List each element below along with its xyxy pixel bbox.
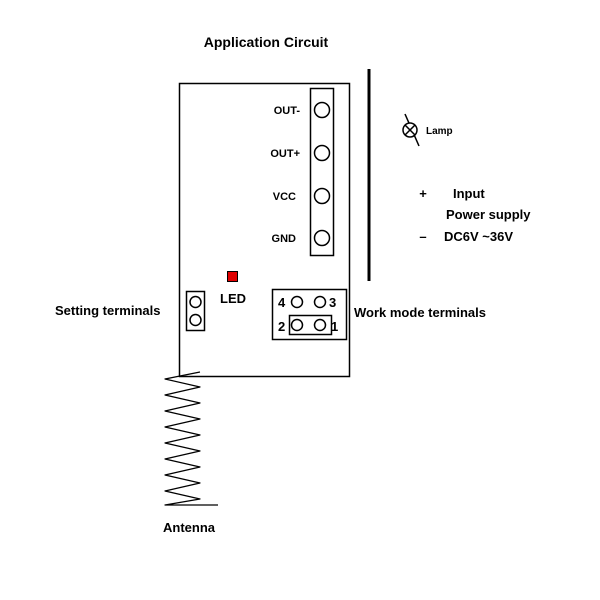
- lamp-label: Lamp: [426, 126, 453, 137]
- setting-terminals: Setting terminals: [55, 290, 206, 332]
- out-plus-label: OUT+: [270, 148, 300, 160]
- pin-3-label: 3: [329, 295, 336, 310]
- lamp-icon: [402, 122, 418, 138]
- minus-sign: –: [419, 229, 426, 244]
- pin-2-label: 2: [278, 319, 285, 334]
- led-label: LED: [220, 291, 246, 306]
- led: LED: [220, 271, 246, 306]
- vcc-label: VCC: [273, 191, 296, 203]
- setting-pin-top: [189, 295, 202, 309]
- work-mode-terminals-label: Work mode terminals: [354, 305, 486, 320]
- antenna-coil: [164, 371, 218, 506]
- gnd-label: GND: [272, 233, 297, 245]
- input-label: Input: [453, 186, 485, 201]
- antenna-label: Antenna: [163, 520, 216, 535]
- power-input: + – Input Power supply DC6V ~36V: [419, 186, 531, 244]
- output-terminal-strip: [309, 87, 335, 257]
- plus-sign: +: [419, 186, 427, 201]
- work-mode-pin-2: [290, 318, 304, 332]
- work-mode-block: [271, 288, 348, 341]
- antenna: Antenna: [163, 371, 218, 535]
- setting-terminal-block: [185, 290, 206, 332]
- vcc-terminal: [313, 187, 331, 205]
- out-plus-terminal: [313, 144, 331, 162]
- power-supply-label: Power supply: [446, 207, 531, 222]
- led-indicator: [227, 271, 238, 282]
- work-mode-pin-1: [313, 318, 327, 332]
- pin-1-label: 1: [331, 319, 338, 334]
- gnd-terminal: [313, 229, 331, 247]
- out-minus-label: OUT-: [274, 105, 301, 117]
- work-mode-terminals: 4 3 2 1 Work mode terminals: [271, 288, 486, 341]
- output-terminal-block: OUT- OUT+ VCC GND: [270, 87, 335, 257]
- out-minus-terminal: [313, 101, 331, 119]
- voltage-label: DC6V ~36V: [444, 229, 513, 244]
- work-mode-pin-3: [313, 295, 327, 309]
- pin-4-label: 4: [278, 295, 286, 310]
- work-mode-pin-4: [290, 295, 304, 309]
- diagram-title: Application Circuit: [204, 34, 329, 50]
- receiver-board: [178, 82, 351, 378]
- work-mode-jumper: [288, 314, 333, 336]
- setting-pin-bottom: [189, 313, 202, 327]
- lamp: Lamp: [402, 113, 453, 147]
- setting-terminals-label: Setting terminals: [55, 303, 160, 318]
